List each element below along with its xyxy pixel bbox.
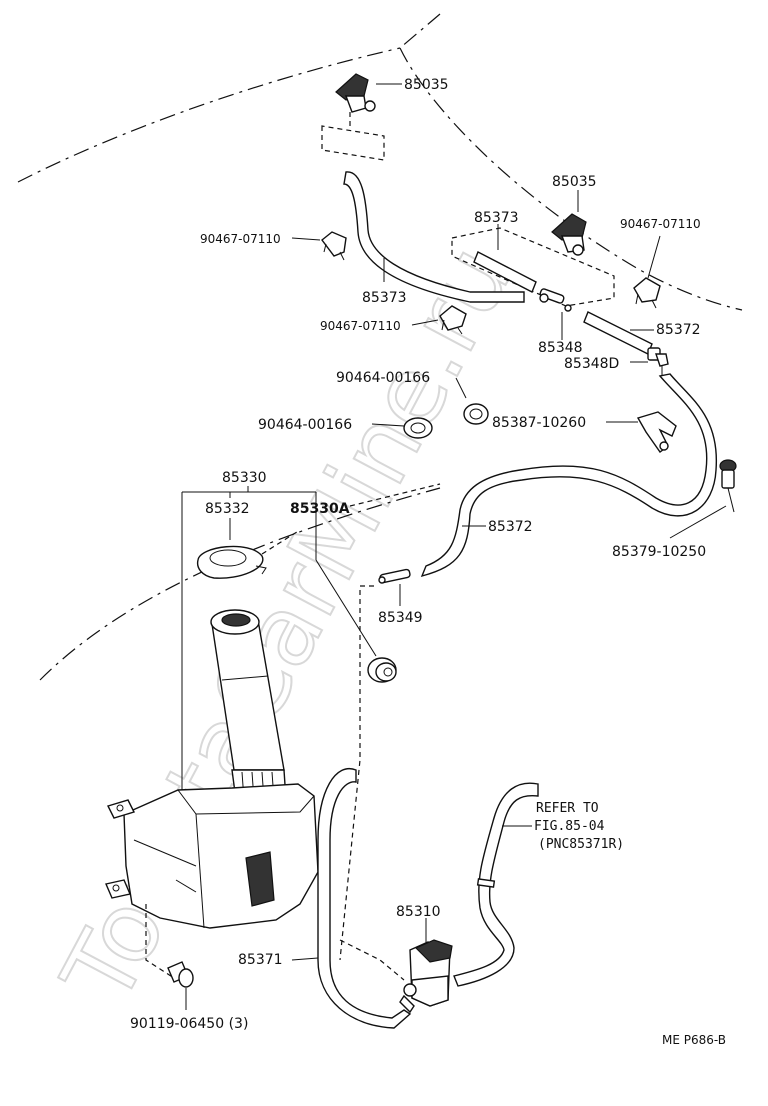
- label-85379: 85379-10250: [612, 544, 706, 560]
- bracket-85387: [636, 411, 677, 453]
- hose-85372-right-top: [583, 311, 653, 355]
- clip-right: [633, 277, 661, 309]
- refer-line-3: (PNC85371R): [538, 837, 624, 852]
- label-90467-left: 90467-07110: [200, 232, 281, 246]
- label-90464-upper: 90464-00166: [336, 370, 430, 386]
- washer-tank: [105, 609, 319, 929]
- hood-edge-left: [399, 13, 441, 49]
- clip-mid: [439, 305, 467, 335]
- label-85349: 85349: [378, 610, 423, 626]
- label-90119: 90119-06450 (3): [130, 1016, 248, 1032]
- hose-85372-main: [420, 373, 717, 578]
- nozzle-right: [551, 213, 587, 256]
- label-85348D: 85348D: [564, 356, 619, 372]
- hood-outline-upper: [17, 47, 401, 183]
- hose-85371: [317, 768, 412, 1029]
- hose-refer: [453, 782, 539, 987]
- hood-outline-lower: [39, 487, 441, 681]
- label-85348: 85348: [538, 340, 583, 356]
- label-85372-right-top: 85372: [656, 322, 701, 338]
- hidden-box-top: [321, 125, 385, 161]
- pump-85310: [399, 939, 453, 1014]
- label-85387: 85387-10260: [492, 415, 586, 431]
- cap-85332: [196, 545, 267, 579]
- refer-line-2: FIG.85-04: [534, 819, 605, 834]
- refer-line-1: REFER TO: [536, 801, 599, 816]
- label-85372-main: 85372: [488, 519, 533, 535]
- label-85310: 85310: [396, 904, 441, 920]
- grommet-85330A: [367, 657, 397, 683]
- connector-85348: [539, 288, 572, 312]
- clamp-left: [403, 417, 433, 439]
- bolt-90119: [167, 961, 194, 988]
- label-85330A: 85330A: [290, 501, 350, 517]
- connector-85348D: [647, 347, 669, 376]
- label-90467-mid: 90467-07110: [320, 319, 401, 333]
- clamp-upper: [463, 403, 489, 425]
- label-85035-right: 85035: [552, 174, 597, 190]
- label-90464-left: 90464-00166: [258, 417, 352, 433]
- label-85035-top: 85035: [404, 77, 449, 93]
- label-85373-left: 85373: [362, 290, 407, 306]
- hose-85373-left: [343, 171, 525, 303]
- hidden-line-left: [339, 585, 374, 961]
- clip-left: [321, 231, 347, 261]
- figure-code: ME P686-B: [662, 1033, 726, 1047]
- label-85332: 85332: [205, 501, 250, 517]
- valve-85379: [719, 459, 737, 513]
- check-valve-85349: [378, 568, 411, 584]
- label-85330: 85330: [222, 470, 267, 486]
- nozzle-top: [335, 73, 376, 113]
- hidden-box-right: [451, 227, 615, 307]
- label-85371: 85371: [238, 952, 283, 968]
- label-85373-short: 85373: [474, 210, 519, 226]
- label-90467-right: 90467-07110: [620, 217, 701, 231]
- hose-85373-short: [473, 251, 537, 293]
